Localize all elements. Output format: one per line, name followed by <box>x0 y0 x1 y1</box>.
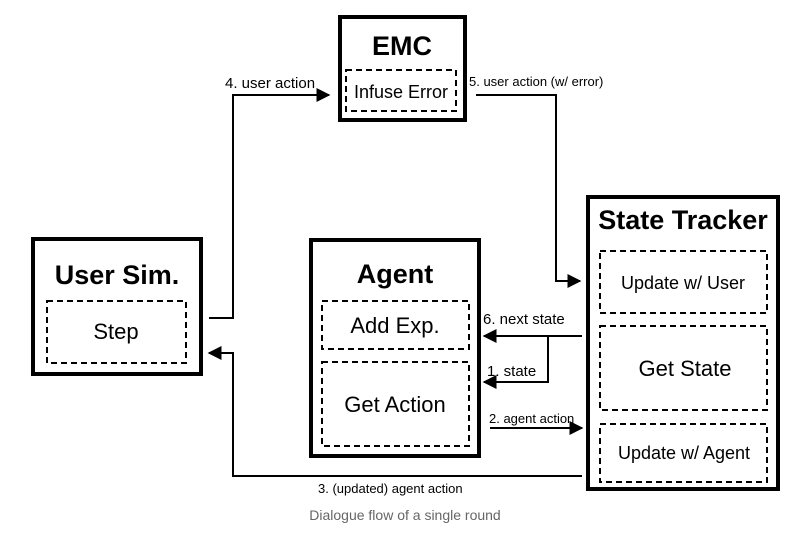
agent-title: Agent <box>357 259 434 289</box>
emc-title: EMC <box>372 31 432 61</box>
state-tracker-step-update-agent-box <box>599 423 768 483</box>
edge-1-state <box>482 336 549 389</box>
state-tracker-node: State Tracker Update w/ User Get State U… <box>586 195 780 491</box>
agent-step-get-action: Get Action <box>344 392 446 417</box>
user-sim-step: Step <box>93 319 138 344</box>
state-tracker-step-update-w-agent: Update w/ Agent <box>618 443 750 463</box>
edge-5-label: 5. user action (w/ error) <box>469 74 603 89</box>
edge-1-label: 1. state <box>487 363 536 380</box>
edge-5-user-action-w-error <box>476 94 582 288</box>
edge-4-user-action <box>209 88 331 319</box>
emc-step-box <box>345 69 457 112</box>
emc-step-infuse-error: Infuse Error <box>354 82 448 102</box>
state-tracker-title: State Tracker <box>598 205 768 235</box>
user-sim-node: User Sim. Step <box>31 237 203 376</box>
edge-3-updated-agent-action <box>207 346 582 477</box>
edge-4-label: 4. user action <box>225 75 315 92</box>
agent-step-get-action-box <box>321 361 470 447</box>
state-tracker-step-update-user-box <box>599 250 768 314</box>
state-tracker-step-get-state-box <box>599 325 768 411</box>
agent-step-add-exp-box <box>321 300 470 350</box>
edge-6-label: 6. next state <box>483 311 565 328</box>
state-tracker-step-update-w-user: Update w/ User <box>621 273 745 293</box>
state-tracker-step-get-state: Get State <box>639 356 732 381</box>
agent-step-add-exp: Add Exp. <box>350 313 439 338</box>
edge-2-label: 2. agent action <box>489 411 574 426</box>
emc-node: EMC Infuse Error <box>338 15 467 122</box>
agent-node: Agent Add Exp. Get Action <box>309 238 481 458</box>
user-sim-step-box <box>46 300 187 364</box>
edge-3-label: 3. (updated) agent action <box>318 481 463 496</box>
figure-caption: Dialogue flow of a single round <box>309 507 500 523</box>
user-sim-title: User Sim. <box>55 260 180 290</box>
